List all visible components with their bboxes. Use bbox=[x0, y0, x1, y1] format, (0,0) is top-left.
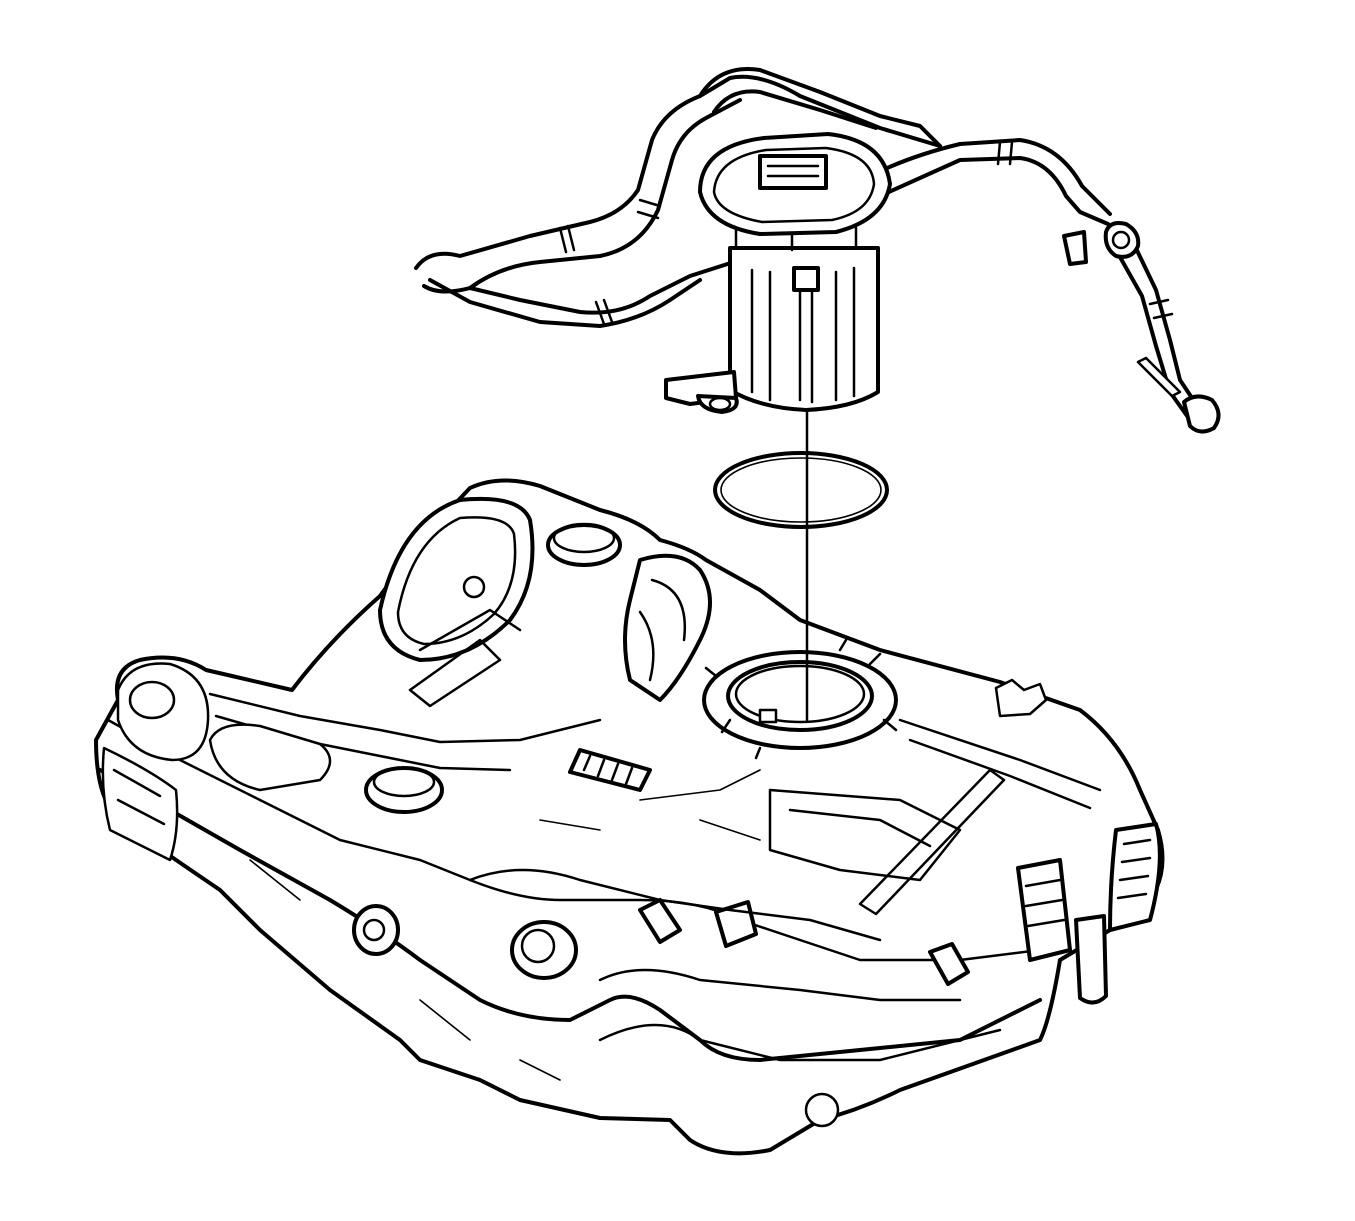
fuel-line-right-outer bbox=[878, 156, 1110, 226]
pump-flange-connector bbox=[758, 154, 828, 190]
fuel-line-left-outer bbox=[414, 74, 942, 270]
quick-connect-fitting-left bbox=[638, 898, 682, 944]
fuel-line-right-down bbox=[1130, 238, 1198, 406]
fuel-line-left-inner bbox=[422, 258, 742, 315]
tank-left-strap-bracket-ribs bbox=[582, 754, 634, 786]
quick-connect-fittings bbox=[1062, 221, 1221, 434]
fuel-line-connector-stub bbox=[1062, 230, 1088, 266]
pump-canister-body bbox=[728, 246, 880, 412]
fuel-line-right-down-2 bbox=[1114, 248, 1192, 422]
fuel-tank-outline bbox=[94, 478, 1165, 1156]
tank-right-bracket-slots bbox=[1116, 838, 1152, 900]
line-clip-4 bbox=[996, 140, 1014, 166]
line-clip-3 bbox=[594, 298, 614, 326]
tank-left-channel bbox=[208, 692, 602, 744]
fuel-line-end-fitting bbox=[1182, 394, 1221, 434]
tank-front-groove-2 bbox=[598, 968, 962, 1002]
pump-flange-struts bbox=[734, 226, 858, 252]
tank-left-port-inner bbox=[362, 918, 386, 942]
tank-left-bulge bbox=[116, 662, 210, 762]
tank-right-ridge bbox=[898, 718, 1102, 810]
tank-rear-drain-tube bbox=[1074, 914, 1108, 1005]
tank-top-boss-center-cap bbox=[372, 766, 436, 798]
lock-ring-tabs bbox=[704, 638, 898, 760]
tank-front-port-nipple bbox=[520, 928, 556, 964]
fuel-line-top-loop bbox=[698, 67, 942, 148]
tank-sender-recess bbox=[378, 496, 535, 662]
line-clip-1 bbox=[558, 224, 576, 254]
opening-retainer-tab bbox=[758, 708, 778, 724]
tank-top-right-clip bbox=[994, 678, 1048, 718]
fuel-line-connector-right-bore bbox=[1111, 230, 1131, 250]
tank-front-groove-3 bbox=[598, 1023, 1002, 1062]
seal-ring-outer bbox=[713, 451, 889, 529]
tank-saddle-bridge-rib bbox=[638, 578, 687, 682]
fuel-line-top-loop-2 bbox=[712, 89, 878, 130]
fuel-line-left-return bbox=[468, 98, 742, 290]
quick-connect-fitting-right bbox=[928, 942, 970, 986]
fuel-pump-seal-ring bbox=[713, 451, 889, 529]
tank-left-saddle-rib bbox=[112, 768, 166, 826]
fuel-pump-opening bbox=[726, 660, 874, 732]
tank-top-boss-left-cap bbox=[552, 522, 616, 554]
tank-left-saddle bbox=[101, 746, 179, 862]
fuel-line-right-inner bbox=[868, 138, 1112, 216]
tank-right-top-panel bbox=[768, 788, 962, 882]
fuel-line-connector-right bbox=[1103, 221, 1141, 259]
pump-canister-channel bbox=[798, 288, 814, 404]
tank-sender-recess-inner bbox=[396, 516, 517, 646]
pump-flange-connector-pins bbox=[766, 164, 820, 178]
tank-front-groove-1 bbox=[468, 868, 882, 942]
seal-ring-inner bbox=[720, 457, 882, 523]
tank-drain-boss bbox=[804, 1092, 840, 1128]
tank-right-clip-slots bbox=[1024, 878, 1066, 928]
pump-canister-connector bbox=[792, 266, 820, 292]
tank-left-bulge-inner bbox=[128, 680, 176, 720]
tank-left-saddle-boss bbox=[208, 723, 332, 792]
tank-sender-ridge bbox=[408, 608, 522, 708]
tank-vent-port bbox=[462, 575, 486, 599]
fuel-lines bbox=[414, 67, 1198, 422]
fuel-tank bbox=[94, 478, 1165, 1156]
pump-flange-rim bbox=[712, 146, 876, 224]
fuel-line-tag bbox=[1136, 356, 1182, 398]
pump-float-end bbox=[708, 396, 732, 412]
pump-canister-ribs bbox=[750, 266, 856, 402]
tank-saddle-bridge bbox=[623, 553, 712, 702]
fuel-line-left-bottom bbox=[428, 278, 702, 328]
tank-left-strap-bracket bbox=[568, 748, 652, 792]
tank-right-top-panel-2 bbox=[788, 808, 932, 848]
line-clip-2 bbox=[636, 198, 662, 220]
tank-detail-lines bbox=[249, 769, 761, 1081]
fuel-pump-opening-inner bbox=[734, 664, 866, 724]
line-clip-5 bbox=[1148, 298, 1174, 320]
fuel-pump-module bbox=[664, 132, 892, 414]
